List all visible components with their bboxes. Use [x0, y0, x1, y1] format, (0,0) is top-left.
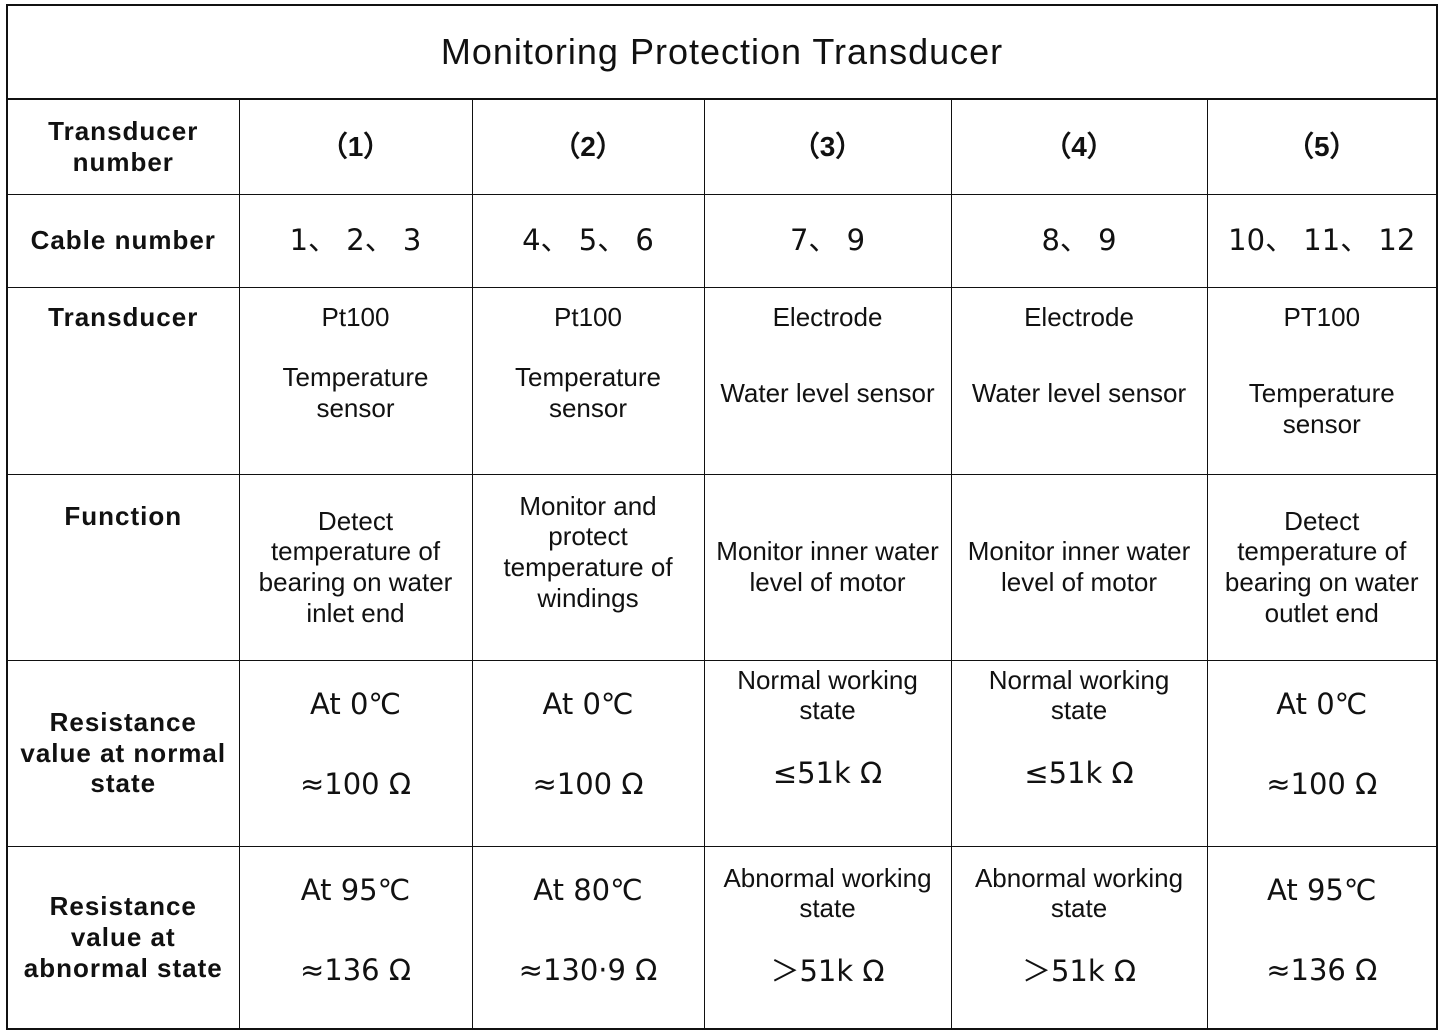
- resistance-value: ＞51k Ω: [1021, 953, 1137, 988]
- resistance-value: ≤51k Ω: [772, 755, 883, 790]
- resistance-normal-1: At 0℃ ≈100 Ω: [238, 659, 473, 847]
- condition-label: At 0℃: [310, 686, 401, 721]
- transducer-desc: Temperature sensor: [515, 362, 661, 423]
- condition-label: Normal working state: [737, 664, 918, 726]
- transducer-type: Electrode: [1024, 301, 1134, 332]
- resistance-value: ≈136 Ω: [1266, 952, 1378, 987]
- transducer-cell-1: Pt100 Temperature sensor: [238, 286, 473, 475]
- resistance-normal-5: At 0℃ ≈100 Ω: [1206, 659, 1436, 847]
- transducer-cell-5: PT100 Temperature sensor: [1206, 286, 1436, 475]
- condition-label: Normal working state: [988, 664, 1170, 726]
- cable-number-1: 1、 2、 3: [238, 193, 473, 288]
- transducer-number-5: （5）: [1206, 100, 1436, 195]
- resistance-value: ＞51k Ω: [770, 953, 885, 988]
- condition-label: At 0℃: [1276, 686, 1368, 721]
- transducer-type: Electrode: [772, 301, 883, 332]
- document-frame: Monitoring Protection Transducer Transdu…: [6, 4, 1438, 1030]
- transducer-number-2: （2）: [471, 100, 705, 195]
- row-header-resistance-normal: Resistance value at normal state: [8, 659, 240, 847]
- row-header-resistance-abnormal: Resistance value at abnormal state: [8, 845, 240, 1028]
- function-1: Detect temperature of bearing on water i…: [238, 473, 473, 661]
- transducer-number-3: （3）: [703, 100, 952, 195]
- row-header-transducer-number: Transducer number: [8, 100, 240, 195]
- resistance-abnormal-2: At 80℃ ≈130·9 Ω: [471, 845, 705, 1028]
- resistance-normal-3: Normal working state ≤51k Ω: [703, 659, 952, 847]
- table-row-resistance-normal: Resistance value at normal state At 0℃ ≈…: [8, 659, 1436, 847]
- resistance-value: ≈136 Ω: [299, 952, 412, 987]
- condition-label: Abnormal working state: [974, 862, 1184, 924]
- table-row-function: Function Detect temperature of bearing o…: [8, 473, 1436, 661]
- transducer-cell-3: Electrode Water level sensor: [703, 286, 952, 475]
- resistance-abnormal-5: At 95℃ ≈136 Ω: [1206, 845, 1436, 1028]
- transducer-cell-2: Pt100 Temperature sensor: [471, 286, 705, 475]
- resistance-value: ≤51k Ω: [1024, 755, 1134, 790]
- table-row-transducer: Transducer Pt100 Temperature sensor Pt10…: [8, 286, 1436, 475]
- transducer-desc: Water level sensor: [720, 378, 935, 409]
- condition-label: At 80℃: [533, 872, 643, 907]
- resistance-normal-2: At 0℃ ≈100 Ω: [471, 659, 705, 847]
- condition-label: At 95℃: [1267, 872, 1377, 907]
- transducer-desc: Temperature sensor: [282, 362, 429, 423]
- resistance-value: ≈100 Ω: [299, 766, 412, 801]
- transducer-table: Transducer number （1） （2） （3） （4） （5） Ca…: [8, 100, 1436, 1028]
- function-3: Monitor inner water level of motor: [703, 473, 952, 661]
- cable-number-3: 7、 9: [703, 193, 952, 288]
- row-header-transducer: Transducer: [8, 286, 240, 475]
- transducer-number-1: （1）: [238, 100, 473, 195]
- function-4: Monitor inner water level of motor: [950, 473, 1208, 661]
- condition-label: At 95℃: [300, 872, 411, 907]
- transducer-type: Pt100: [554, 301, 622, 332]
- resistance-value: ≈100 Ω: [532, 766, 644, 801]
- resistance-normal-4: Normal working state ≤51k Ω: [950, 659, 1208, 847]
- table-row-cable-number: Cable number 1、 2、 3 4、 5、 6 7、 9 8、 9 1…: [8, 193, 1436, 288]
- resistance-abnormal-4: Abnormal working state ＞51k Ω: [950, 845, 1208, 1028]
- resistance-abnormal-3: Abnormal working state ＞51k Ω: [703, 845, 952, 1028]
- function-2: Monitor and protect temperature of windi…: [471, 473, 705, 661]
- transducer-number-4: （4）: [950, 100, 1208, 195]
- function-5: Detect temperature of bearing on water o…: [1206, 473, 1436, 661]
- table-row-transducer-number: Transducer number （1） （2） （3） （4） （5）: [8, 100, 1436, 195]
- condition-label: Abnormal working state: [723, 862, 932, 924]
- transducer-desc: Temperature sensor: [1248, 378, 1395, 439]
- condition-label: At 0℃: [542, 686, 634, 721]
- transducer-cell-4: Electrode Water level sensor: [950, 286, 1208, 475]
- transducer-type: PT100: [1283, 301, 1361, 332]
- resistance-value: ≈100 Ω: [1266, 766, 1378, 801]
- page-title: Monitoring Protection Transducer: [8, 6, 1436, 100]
- cable-number-2: 4、 5、 6: [471, 193, 705, 288]
- table-row-resistance-abnormal: Resistance value at abnormal state At 95…: [8, 845, 1436, 1028]
- cable-number-5: 10、 11、 12: [1206, 193, 1436, 288]
- row-header-cable-number: Cable number: [8, 193, 240, 288]
- transducer-desc: Water level sensor: [971, 378, 1187, 409]
- resistance-abnormal-1: At 95℃ ≈136 Ω: [238, 845, 473, 1028]
- transducer-type: Pt100: [321, 301, 390, 332]
- resistance-value: ≈130·9 Ω: [518, 952, 658, 987]
- row-header-function: Function: [8, 473, 240, 661]
- cable-number-4: 8、 9: [950, 193, 1208, 288]
